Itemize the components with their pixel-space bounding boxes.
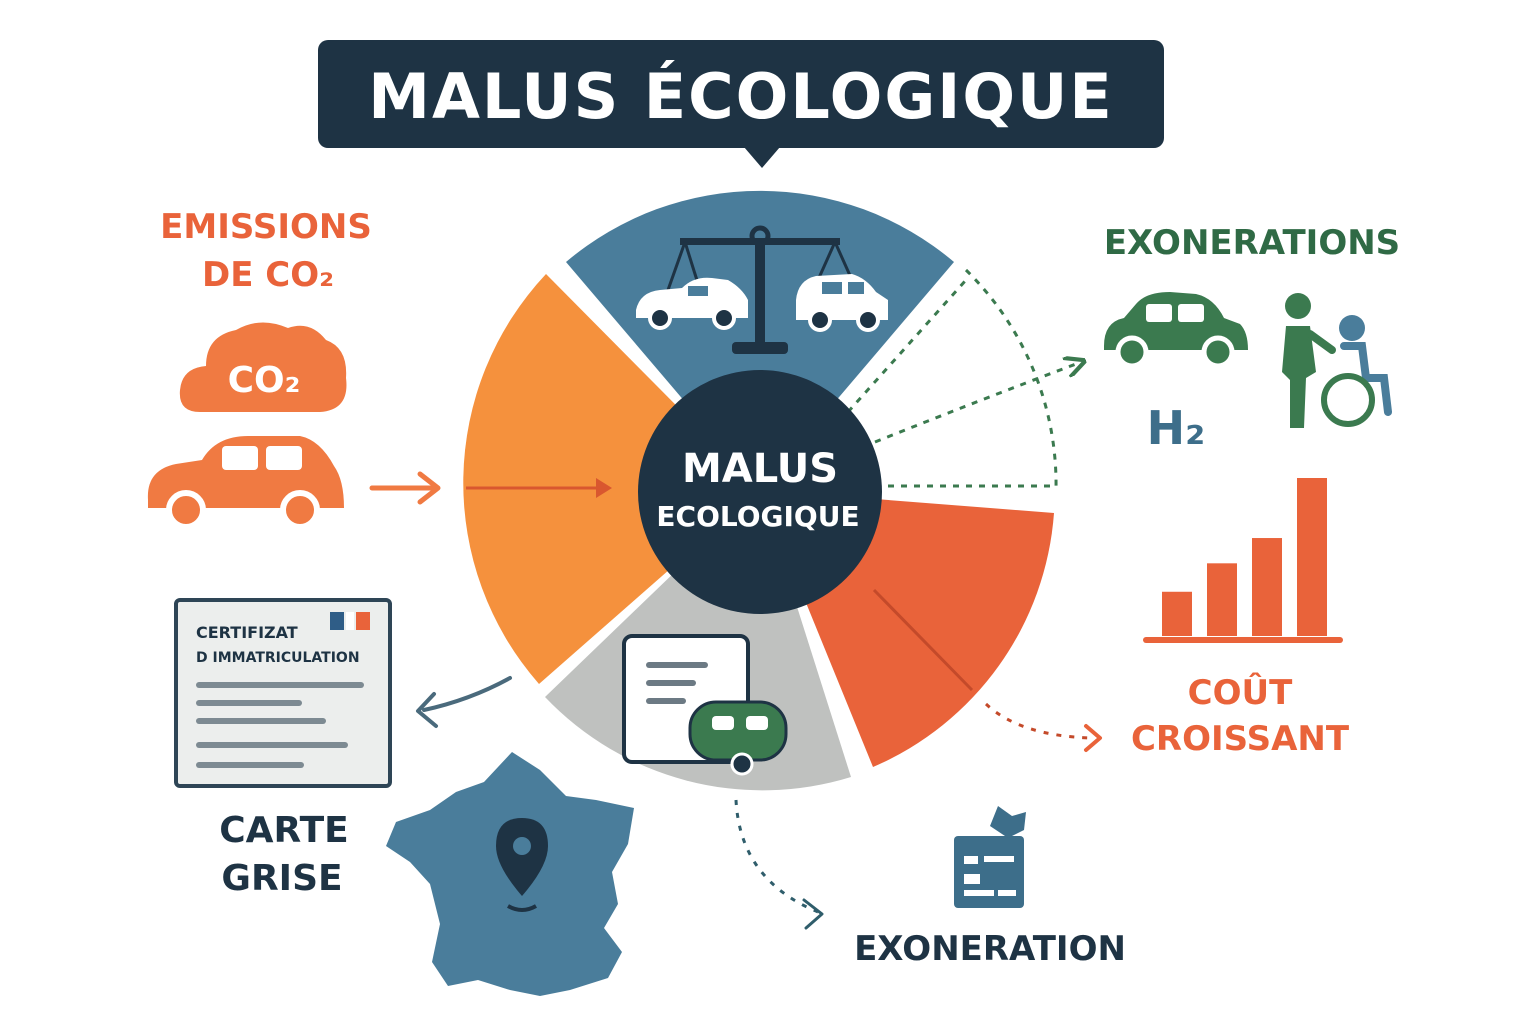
cout-label-line2: CROISSANT [1131, 719, 1350, 759]
camper-icon [688, 700, 788, 776]
wedge-emissions [463, 274, 760, 684]
cost-bar [1207, 563, 1237, 636]
title-banner: MALUS ÉCOLOGIQUE [318, 40, 1164, 168]
carte-grise-line1: CARTE [219, 810, 349, 851]
car-icon-scale-right [796, 274, 888, 332]
center-circle [638, 370, 882, 614]
h2-label: H₂ [1147, 401, 1206, 455]
arrow-icon-exoneration-bottom [734, 799, 819, 914]
emissions-label-line2: DE CO₂ [202, 255, 334, 295]
carte-grise-line2: GRISE [221, 858, 342, 899]
bar-chart-icon [1143, 478, 1343, 643]
emissions-label-line1: EMISSIONS [160, 207, 372, 247]
wheel: MALUS ECOLOGIQUE [463, 190, 1076, 791]
car-icon-exonerations [1104, 292, 1248, 369]
balance-scale-icon [666, 225, 854, 354]
arrow-icon-emissions [369, 471, 441, 505]
cloud-label: CO₂ [228, 360, 301, 401]
cost-bar [1252, 538, 1282, 636]
car-icon-scale-left [636, 277, 748, 330]
car-icon-emissions [147, 436, 344, 530]
certificate-line2: D IMMATRICULATION [196, 650, 360, 666]
cout-label-line1: COÛT [1188, 672, 1293, 713]
id-card-icon [954, 806, 1026, 908]
arrow-icon-certificate [422, 676, 512, 712]
arrow-icon-cout [984, 702, 1093, 740]
exonerations-label: EXONERATIONS [1104, 223, 1400, 263]
center-label-line2: ECOLOGIQUE [656, 500, 859, 533]
page-title: MALUS ÉCOLOGIQUE [368, 60, 1113, 133]
certificate-icon: CERTIFIZAT D IMMATRICULATION [174, 598, 392, 788]
certificate-line1: CERTIFIZAT [196, 623, 298, 642]
wheelchair-icon [1282, 293, 1392, 428]
center-label-line1: MALUS [682, 446, 838, 492]
cloud-icon: CO₂ [179, 322, 347, 412]
exoneration-bottom-label: EXONERATION [854, 929, 1126, 969]
france-map-icon [386, 752, 634, 996]
wedge-exonerations [964, 268, 1058, 491]
cost-bar [1162, 591, 1192, 636]
location-pin-icon [496, 818, 548, 912]
cost-bar [1297, 478, 1327, 636]
